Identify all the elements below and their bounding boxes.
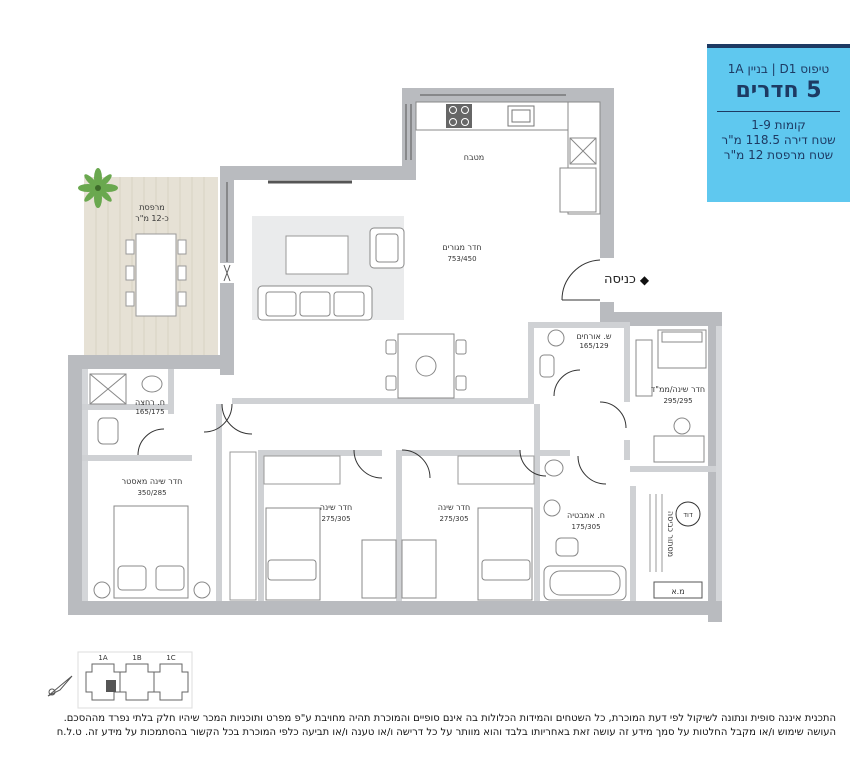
sofa-icon — [257, 285, 373, 321]
guest-wc-size: 165/129 — [579, 342, 608, 350]
bed3-size: 275/305 — [439, 515, 468, 523]
key-plan: 1A 1B 1C — [77, 651, 193, 709]
bath-name: ח. אמבטיה — [567, 511, 605, 520]
desk-3-icon — [401, 539, 437, 599]
plant-icon — [78, 168, 118, 208]
closet-2 — [263, 455, 341, 485]
bed2-name: חדר שינה — [320, 503, 353, 512]
balcony-name: מרפסת — [139, 203, 164, 212]
apartment-info-badge: טיפוס D1 | בניין 1A 5 חדרים קומות 1-9 שט… — [707, 44, 850, 202]
apt-area-label: שטח דירה 118.5 מ"ר — [721, 133, 836, 147]
badge-divider — [717, 111, 840, 112]
window-living — [223, 182, 231, 282]
closet-master — [229, 451, 257, 601]
master-size: 350/285 — [137, 489, 166, 497]
guest-wc-fixtures — [539, 329, 565, 378]
oven-icon — [559, 167, 597, 213]
laundry-rack — [649, 494, 663, 572]
dining-table-icon — [385, 333, 467, 399]
dining-table-balcony — [125, 233, 187, 317]
bed-2-icon — [265, 507, 321, 601]
kitchen-sink-icon — [507, 105, 535, 127]
bed3-name: חדר שינה — [438, 503, 471, 512]
shower-size: 165/175 — [135, 408, 164, 416]
entrance-label: כניסה — [604, 272, 636, 287]
type-building-label: טיפוס D1 | בניין 1A — [727, 62, 830, 76]
bed-3-icon — [477, 507, 533, 601]
floor-plan: מרפסת כ-12 מ"ר מטבח חדר מגורים 753/450 ש… — [68, 88, 722, 709]
doors — [137, 259, 627, 485]
key-label-1c: 1C — [166, 654, 175, 662]
living-name: חדר מגורים — [442, 243, 481, 252]
key-plan-unit-highlight — [106, 680, 116, 692]
coffee-table-icon — [285, 235, 349, 275]
bath-size: 175/305 — [571, 523, 600, 531]
ac-unit-icon — [653, 581, 703, 599]
ac-name: מ.א — [671, 587, 684, 596]
entrance-marker: ◆ כניסה — [604, 272, 649, 287]
master-name: חדר שינה מאסטר — [122, 477, 183, 486]
boiler-icon — [675, 501, 701, 527]
bed-saferoom-icon — [657, 329, 707, 369]
disclaimer-line-2: העושה שימוש ו/או מקבל החלטות על סמך מידע… — [56, 727, 836, 738]
safe-room-size: 295/295 — [663, 397, 692, 405]
balcony-deck — [84, 177, 218, 355]
kitchen-name: מטבח — [464, 153, 484, 162]
living-size: 753/450 — [447, 255, 476, 263]
balcony-area-label: שטח מרפסת 12 מ"ר — [723, 148, 834, 162]
key-label-1a: 1A — [98, 654, 107, 662]
entrance-arrow-icon: ◆ — [639, 272, 650, 287]
window-kitchen — [268, 94, 566, 184]
disclaimer-line-1: התכנית איננה סופית ונתונה לשיקול לפי דעת… — [63, 713, 836, 724]
shower-room-fixtures — [89, 373, 163, 445]
bed-master-icon — [93, 505, 211, 599]
safe-room-name: חדר שינה/ממ"ד — [651, 385, 705, 394]
laundry-name: מסתור כביסה — [666, 511, 675, 557]
shower-name: ח. רחצה — [135, 398, 165, 407]
bath-fixtures — [543, 459, 627, 601]
guest-wc-name: ש. אורחים — [576, 332, 611, 341]
boiler-name: דוד — [683, 511, 693, 519]
closet-3 — [457, 455, 535, 485]
rooms-count-label: 5 חדרים — [735, 78, 822, 103]
fridge-icon — [569, 137, 597, 165]
key-label-1b: 1B — [132, 654, 141, 662]
closet-saferoom — [635, 339, 653, 397]
interior-walls — [82, 322, 716, 601]
north-arrow-icon — [47, 675, 73, 697]
desk-2-icon — [361, 539, 397, 599]
stove-icon — [446, 104, 472, 128]
disclaimer: התכנית איננה סופית ונתונה לשיקול לפי דעת… — [14, 712, 836, 740]
desk-saferoom-icon — [653, 417, 705, 463]
bed2-size: 275/305 — [321, 515, 350, 523]
balcony-size: כ-12 מ"ר — [135, 214, 168, 223]
floors-label: קומות 1-9 — [751, 118, 806, 132]
armchair-icon — [369, 227, 405, 269]
